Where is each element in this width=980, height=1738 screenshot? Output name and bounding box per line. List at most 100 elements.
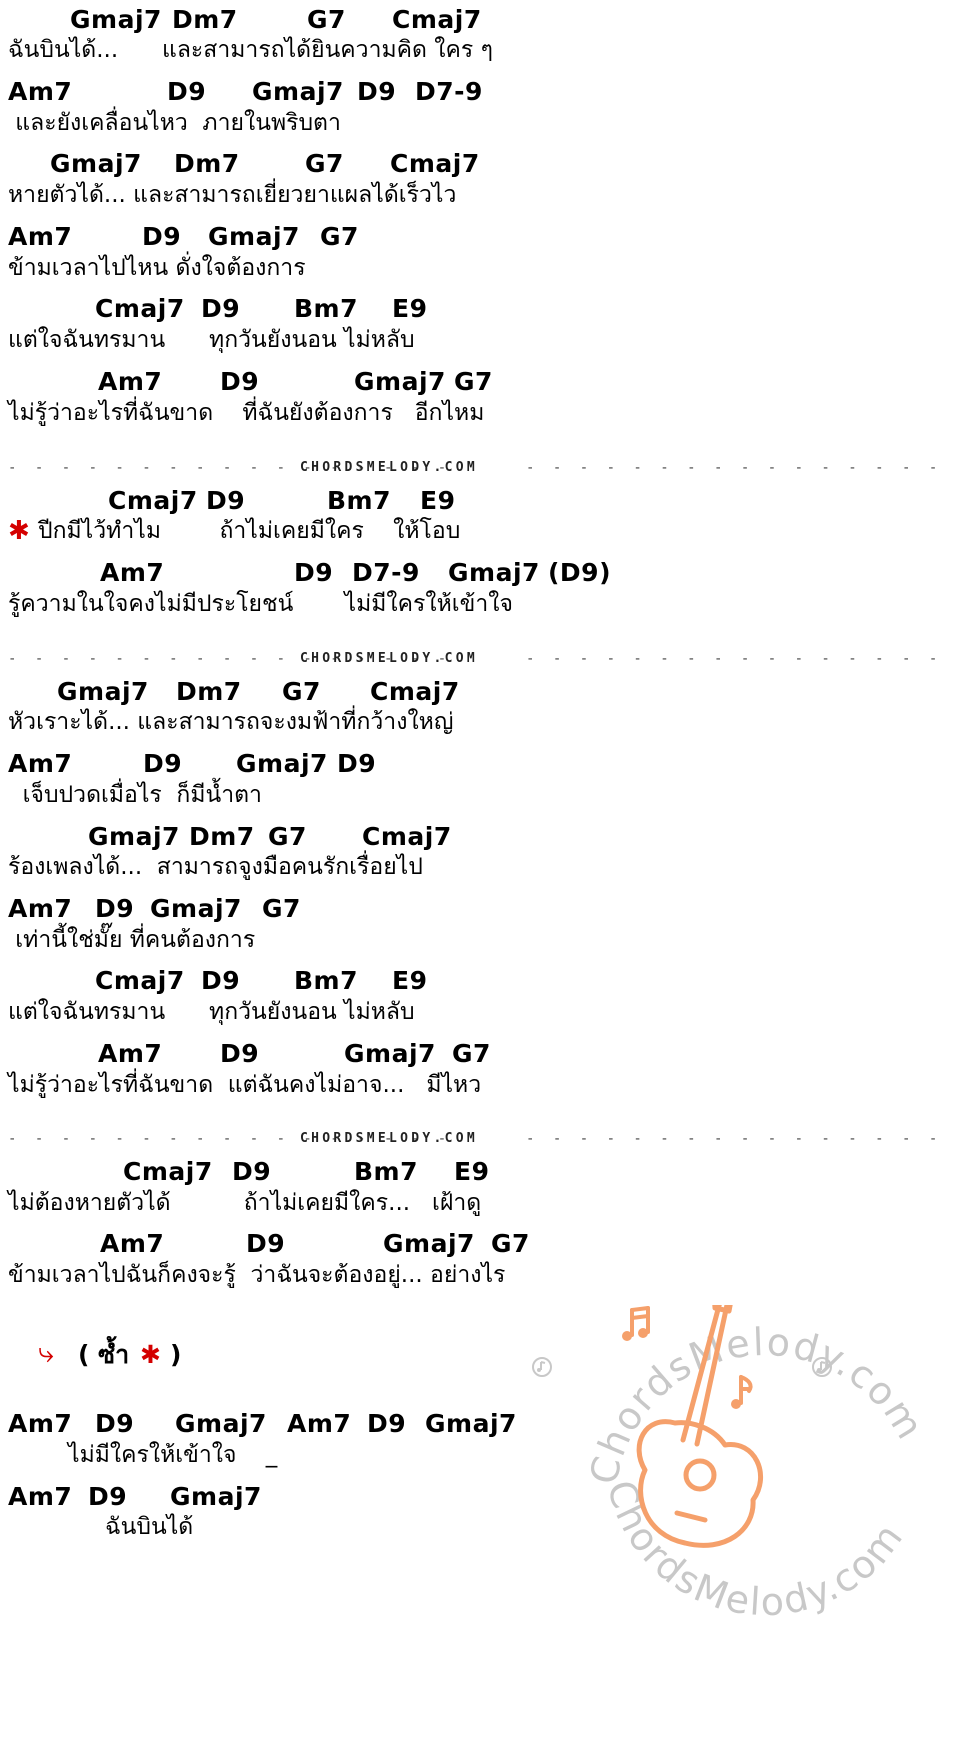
guitar-icon (636, 1305, 764, 1548)
chord: Gmaj7 (383, 1229, 475, 1258)
note-badge-icon (812, 1357, 832, 1377)
chord: Bm7 (354, 1157, 418, 1186)
chord: Gmaj7 (252, 77, 344, 106)
star-marker: ✱ (8, 516, 30, 546)
chord: G7 (320, 222, 359, 251)
chord: Bm7 (294, 966, 358, 995)
lyric-line: ไม่มีใครให้เข้าใจ _ (68, 1442, 278, 1468)
chord: D9 (206, 486, 246, 515)
chord: D9 (88, 1482, 128, 1511)
chord: Cmaj7 (362, 822, 452, 851)
chord: D9 (95, 894, 135, 923)
chord: G7 (454, 367, 493, 396)
chord: D9 (367, 1409, 407, 1438)
chord: Am7 (98, 367, 163, 396)
chord: Am7 (100, 558, 165, 587)
chord: Dm7 (189, 822, 255, 851)
chord: Cmaj7 (108, 486, 198, 515)
chord: D7-9 (352, 558, 420, 587)
chord: D9 (201, 294, 241, 323)
separator-text: CHORDSMELODY.COM (300, 1131, 479, 1146)
chord: Gmaj7 (344, 1039, 436, 1068)
chord: E9 (392, 966, 428, 995)
chord: Cmaj7 (390, 149, 480, 178)
separator-dashes: - - - - - - - - - - - - - - - - - (8, 460, 452, 476)
chord: Gmaj7 (57, 677, 149, 706)
chord: Dm7 (172, 5, 238, 34)
chord: Gmaj7 (70, 5, 162, 34)
chord: E9 (454, 1157, 490, 1186)
chord: Am7 (8, 894, 73, 923)
lyric-line: ข้ามเวลาไปไหน ดั่งใจต้องการ (8, 255, 306, 281)
chord: Gmaj7 (354, 367, 446, 396)
repeat-label-close: ) (170, 1340, 182, 1369)
chord: Bm7 (294, 294, 358, 323)
chord: Gmaj7 (236, 749, 328, 778)
chord: Gmaj7 (170, 1482, 262, 1511)
music-note-icon (622, 1306, 650, 1341)
chord: Dm7 (174, 149, 240, 178)
lyric-line: เท่านี้ใช่มั๊ย ที่คนต้องการ (8, 927, 256, 953)
chord: D9 (167, 77, 207, 106)
lyric-line: ฉันบินได้... และสามารถได้ยินความคิด ใคร … (8, 37, 493, 63)
chord: D9 (220, 1039, 260, 1068)
separator-text: CHORDSMELODY.COM (300, 651, 479, 666)
chord: D9 (232, 1157, 272, 1186)
music-note-icon (731, 1375, 753, 1409)
chord: Gmaj7 (50, 149, 142, 178)
chord: Cmaj7 (370, 677, 460, 706)
lyric-line: ข้ามเวลาไปฉันก็คงจะรู้ ว่าฉันจะต้องอยู่.… (8, 1262, 506, 1288)
lyric-line: และยังเคลื่อนไหว ภายในพริบตา (8, 110, 341, 136)
chord: D7-9 (415, 77, 483, 106)
chord: D9 (337, 749, 377, 778)
chord: D9 (294, 558, 334, 587)
chord: Am7 (98, 1039, 163, 1068)
separator-text: CHORDSMELODY.COM (300, 460, 479, 475)
chord: Cmaj7 (123, 1157, 213, 1186)
chord: E9 (420, 486, 456, 515)
chord: Am7 (8, 77, 73, 106)
chord: Gmaj7 (150, 894, 242, 923)
star-marker: ✱ (140, 1340, 161, 1369)
chord: Gmaj7 (208, 222, 300, 251)
lyric-line: หัวเราะได้... และสามารถจะงมฟ้าที่กว้างให… (8, 709, 454, 735)
chord: Gmaj7 (88, 822, 180, 851)
lyric-line: ไม่รู้ว่าอะไรที่ฉันขาด แต่ฉันคงไม่อาจ...… (8, 1072, 482, 1098)
chord: D9 (143, 749, 183, 778)
chord: Gmaj7 (175, 1409, 267, 1438)
lyric-line: แต่ใจฉันทรมาน ทุกวันยังนอน ไม่หลับ (8, 999, 415, 1025)
chord: E9 (392, 294, 428, 323)
chord: Am7 (8, 1409, 73, 1438)
chord: Gmaj7 (425, 1409, 517, 1438)
repeat-label: ( ซ้ำ (78, 1340, 130, 1369)
separator-dashes: - - - - - - - - - - - - - - - - (526, 460, 943, 476)
chord: G7 (305, 149, 344, 178)
separator-dashes: - - - - - - - - - - - - - - - - - (8, 651, 452, 667)
chord: D9 (246, 1229, 286, 1258)
chord: Am7 (8, 1482, 73, 1511)
lyric-line: ฉันบินได้ (105, 1514, 194, 1540)
chord: Cmaj7 (95, 294, 185, 323)
lyric-line: แต่ใจฉันทรมาน ทุกวันยังนอน ไม่หลับ (8, 327, 415, 353)
lyric-line: ร้องเพลงได้... สามารถจูงมือคนรักเรื่อยไป (8, 854, 423, 880)
chord: G7 (452, 1039, 491, 1068)
chord: D9 (95, 1409, 135, 1438)
lyric-line: หายตัวได้... และสามารถเยี่ยวยาแผลได้เร็ว… (8, 182, 457, 208)
chord: G7 (262, 894, 301, 923)
chord: Cmaj7 (392, 5, 482, 34)
chord: G7 (491, 1229, 530, 1258)
chord: D9 (142, 222, 182, 251)
separator-dashes: - - - - - - - - - - - - - - - - (526, 1131, 943, 1147)
lyric-line: เจ็บปวดเมื่อไร ก็มีน้ำตา (8, 782, 262, 808)
chord: D9 (220, 367, 260, 396)
chord: Cmaj7 (95, 966, 185, 995)
chord: Gmaj7 (448, 558, 540, 587)
chord: D9 (357, 77, 397, 106)
chord: D9 (201, 966, 241, 995)
lyric-line: ปีกมีไว้ทำไม ถ้าไม่เคยมีใคร ให้โอบ (38, 518, 461, 544)
chord: Dm7 (176, 677, 242, 706)
chord: Am7 (8, 749, 73, 778)
chord: Am7 (8, 222, 73, 251)
return-arrow-icon: ⤷ (38, 1336, 54, 1369)
lyric-line: ไม่ต้องหายตัวได้ ถ้าไม่เคยมีใคร... เฝ้าด… (8, 1190, 482, 1216)
